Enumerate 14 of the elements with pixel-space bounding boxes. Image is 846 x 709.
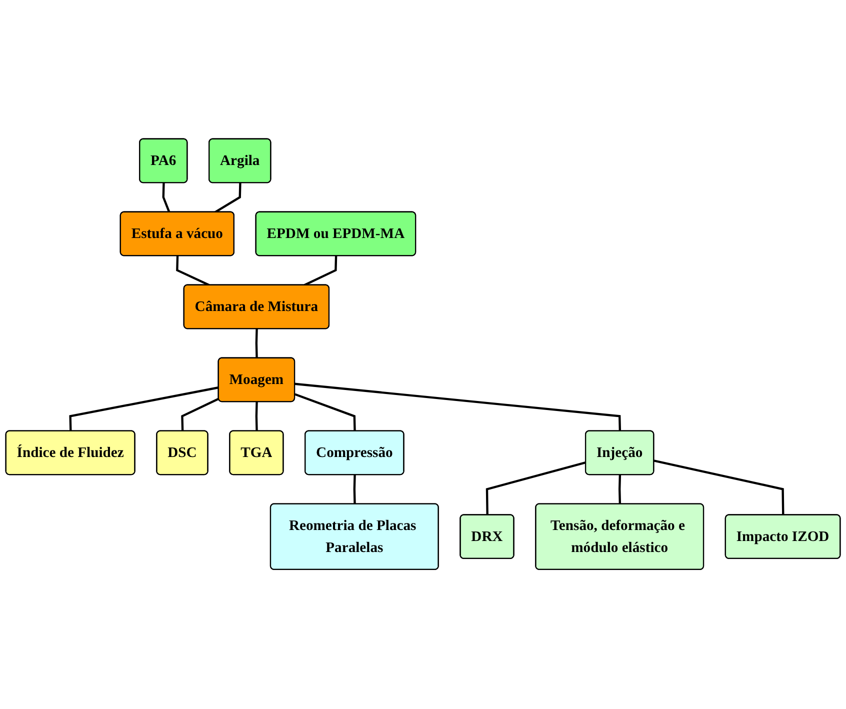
- connector: [214, 183, 242, 214]
- connector: [162, 183, 170, 213]
- connector: [255, 329, 258, 359]
- connector: [294, 383, 622, 432]
- connector: [486, 462, 586, 516]
- connector: [618, 475, 622, 504]
- connector: [69, 386, 219, 432]
- connector: [255, 402, 258, 432]
- connector: [654, 460, 784, 516]
- connector: [181, 398, 220, 432]
- connector: [353, 475, 356, 504]
- connector: [294, 394, 356, 432]
- connector: [304, 256, 338, 287]
- connector: [176, 256, 210, 287]
